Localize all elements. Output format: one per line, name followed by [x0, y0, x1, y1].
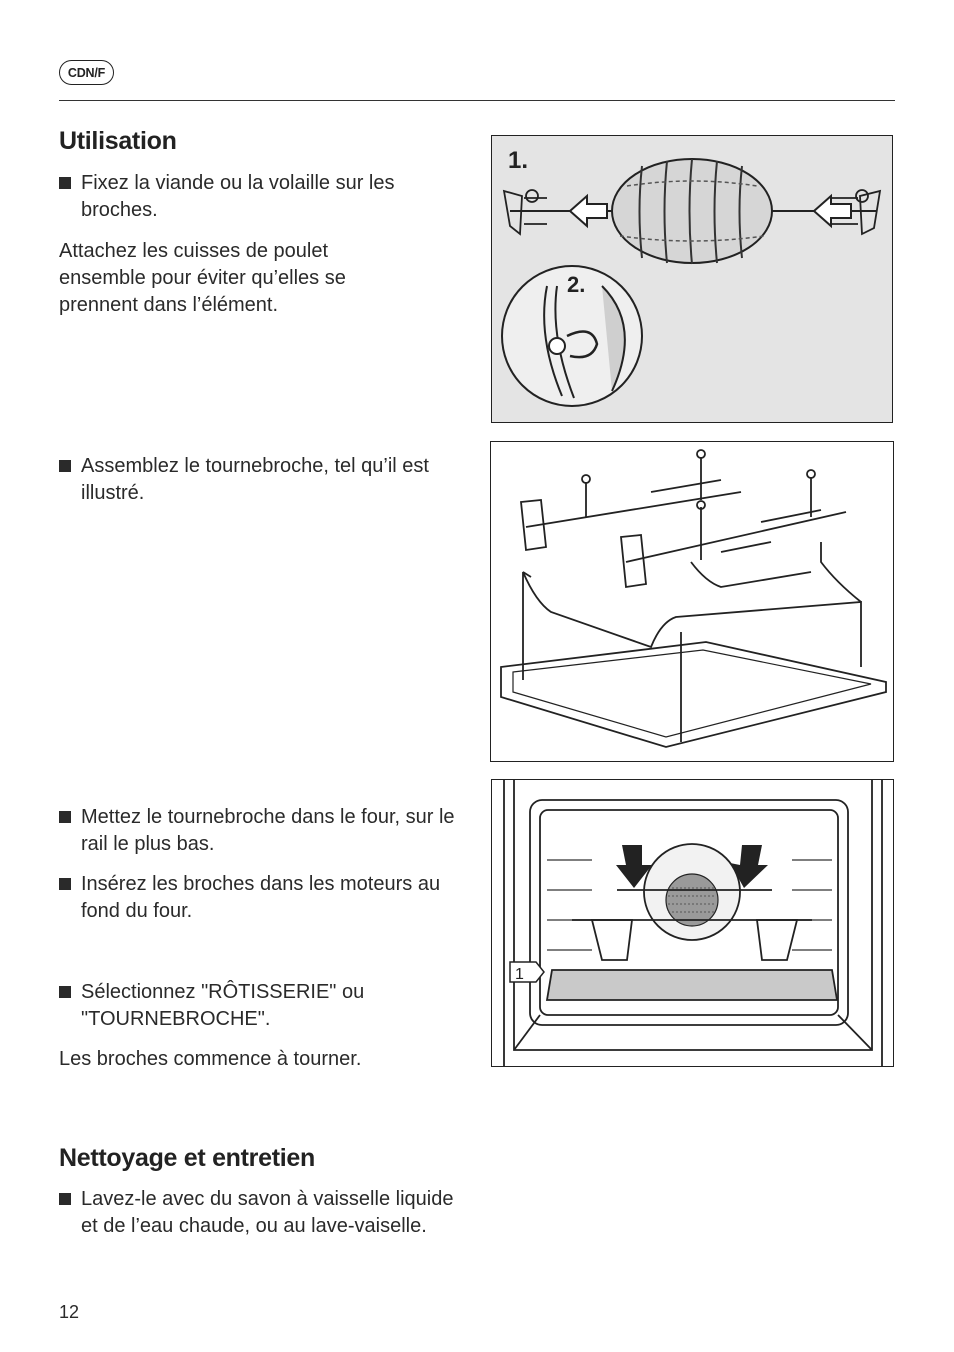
section-title-utilisation: Utilisation	[59, 127, 177, 155]
list-item: Insérez les broches dans les moteurs au …	[59, 871, 469, 925]
bullet-icon	[59, 1193, 71, 1205]
bullet-icon	[59, 177, 71, 189]
step-insert-spits-text: Insérez les broches dans les moteurs au …	[81, 873, 441, 922]
left-fork	[502, 189, 547, 236]
rail-label: 1	[515, 966, 524, 983]
right-fork	[832, 189, 882, 236]
bullet-icon	[59, 878, 71, 890]
rotisserie-in-oven	[572, 889, 812, 961]
spit-upper	[525, 491, 742, 528]
figure-oven-interior: 1	[491, 779, 894, 1067]
wire-rack	[522, 571, 862, 680]
drip-tray	[545, 969, 839, 1001]
arrow-left-icon	[812, 193, 852, 229]
drip-tray	[500, 641, 887, 748]
oven-fan	[643, 843, 741, 941]
arrow-down-icon	[730, 845, 768, 888]
list-item: Lavez-le avec du savon à vaisselle liqui…	[59, 1186, 469, 1240]
bullet-icon	[59, 460, 71, 472]
arrow-down-icon	[616, 845, 652, 888]
oven-frame	[503, 780, 883, 1066]
rail-label-box	[509, 961, 545, 983]
step-assemble-text: Assemblez le tournebroche, tel qu’il est…	[81, 455, 429, 504]
list-item: Fixez la viande ou la volaille sur les b…	[59, 170, 469, 224]
list-item: Mettez le tournebroche dans le four, sur…	[59, 804, 469, 858]
figure-meat-on-spit: 1. 2.	[491, 135, 893, 423]
step-fix-meat-note: Attachez les cuisses de poulet ensemble …	[59, 240, 346, 316]
page-number: 12	[59, 1302, 80, 1322]
rotate-arrow-icon	[566, 330, 599, 359]
bullet-icon	[59, 986, 71, 998]
step-select-mode-text: Sélectionnez "RÔTISSERIE" ou "TOURNEBROC…	[81, 981, 365, 1030]
detail-circle	[501, 265, 643, 407]
cleaning-text: Lavez-le avec du savon à vaisselle liqui…	[81, 1188, 454, 1237]
spit-lower	[625, 511, 847, 563]
section-title-cleaning: Nettoyage et entretien	[59, 1144, 315, 1172]
figure-assembled-rotisserie	[490, 441, 894, 762]
step-insert-oven-text: Mettez le tournebroche dans le four, sur…	[81, 806, 455, 855]
arrow-left-icon	[568, 193, 608, 229]
list-item: Assemblez le tournebroche, tel qu’il est…	[59, 453, 469, 507]
figure-step-2-label: 2.	[567, 272, 585, 297]
figure-step-1-label: 1.	[508, 147, 528, 174]
step-select-mode-note: Les broches commence à tourner.	[59, 1048, 362, 1070]
oven-cavity	[529, 799, 849, 1026]
header-rule	[59, 100, 895, 101]
side-rails	[547, 859, 832, 951]
step-fix-meat-text: Fixez la viande ou la volaille sur les b…	[81, 172, 395, 221]
region-badge: CDN/F	[59, 60, 114, 85]
meat-roast	[611, 158, 773, 265]
list-item: Sélectionnez "RÔTISSERIE" ou "TOURNEBROC…	[59, 979, 469, 1033]
bullet-icon	[59, 811, 71, 823]
